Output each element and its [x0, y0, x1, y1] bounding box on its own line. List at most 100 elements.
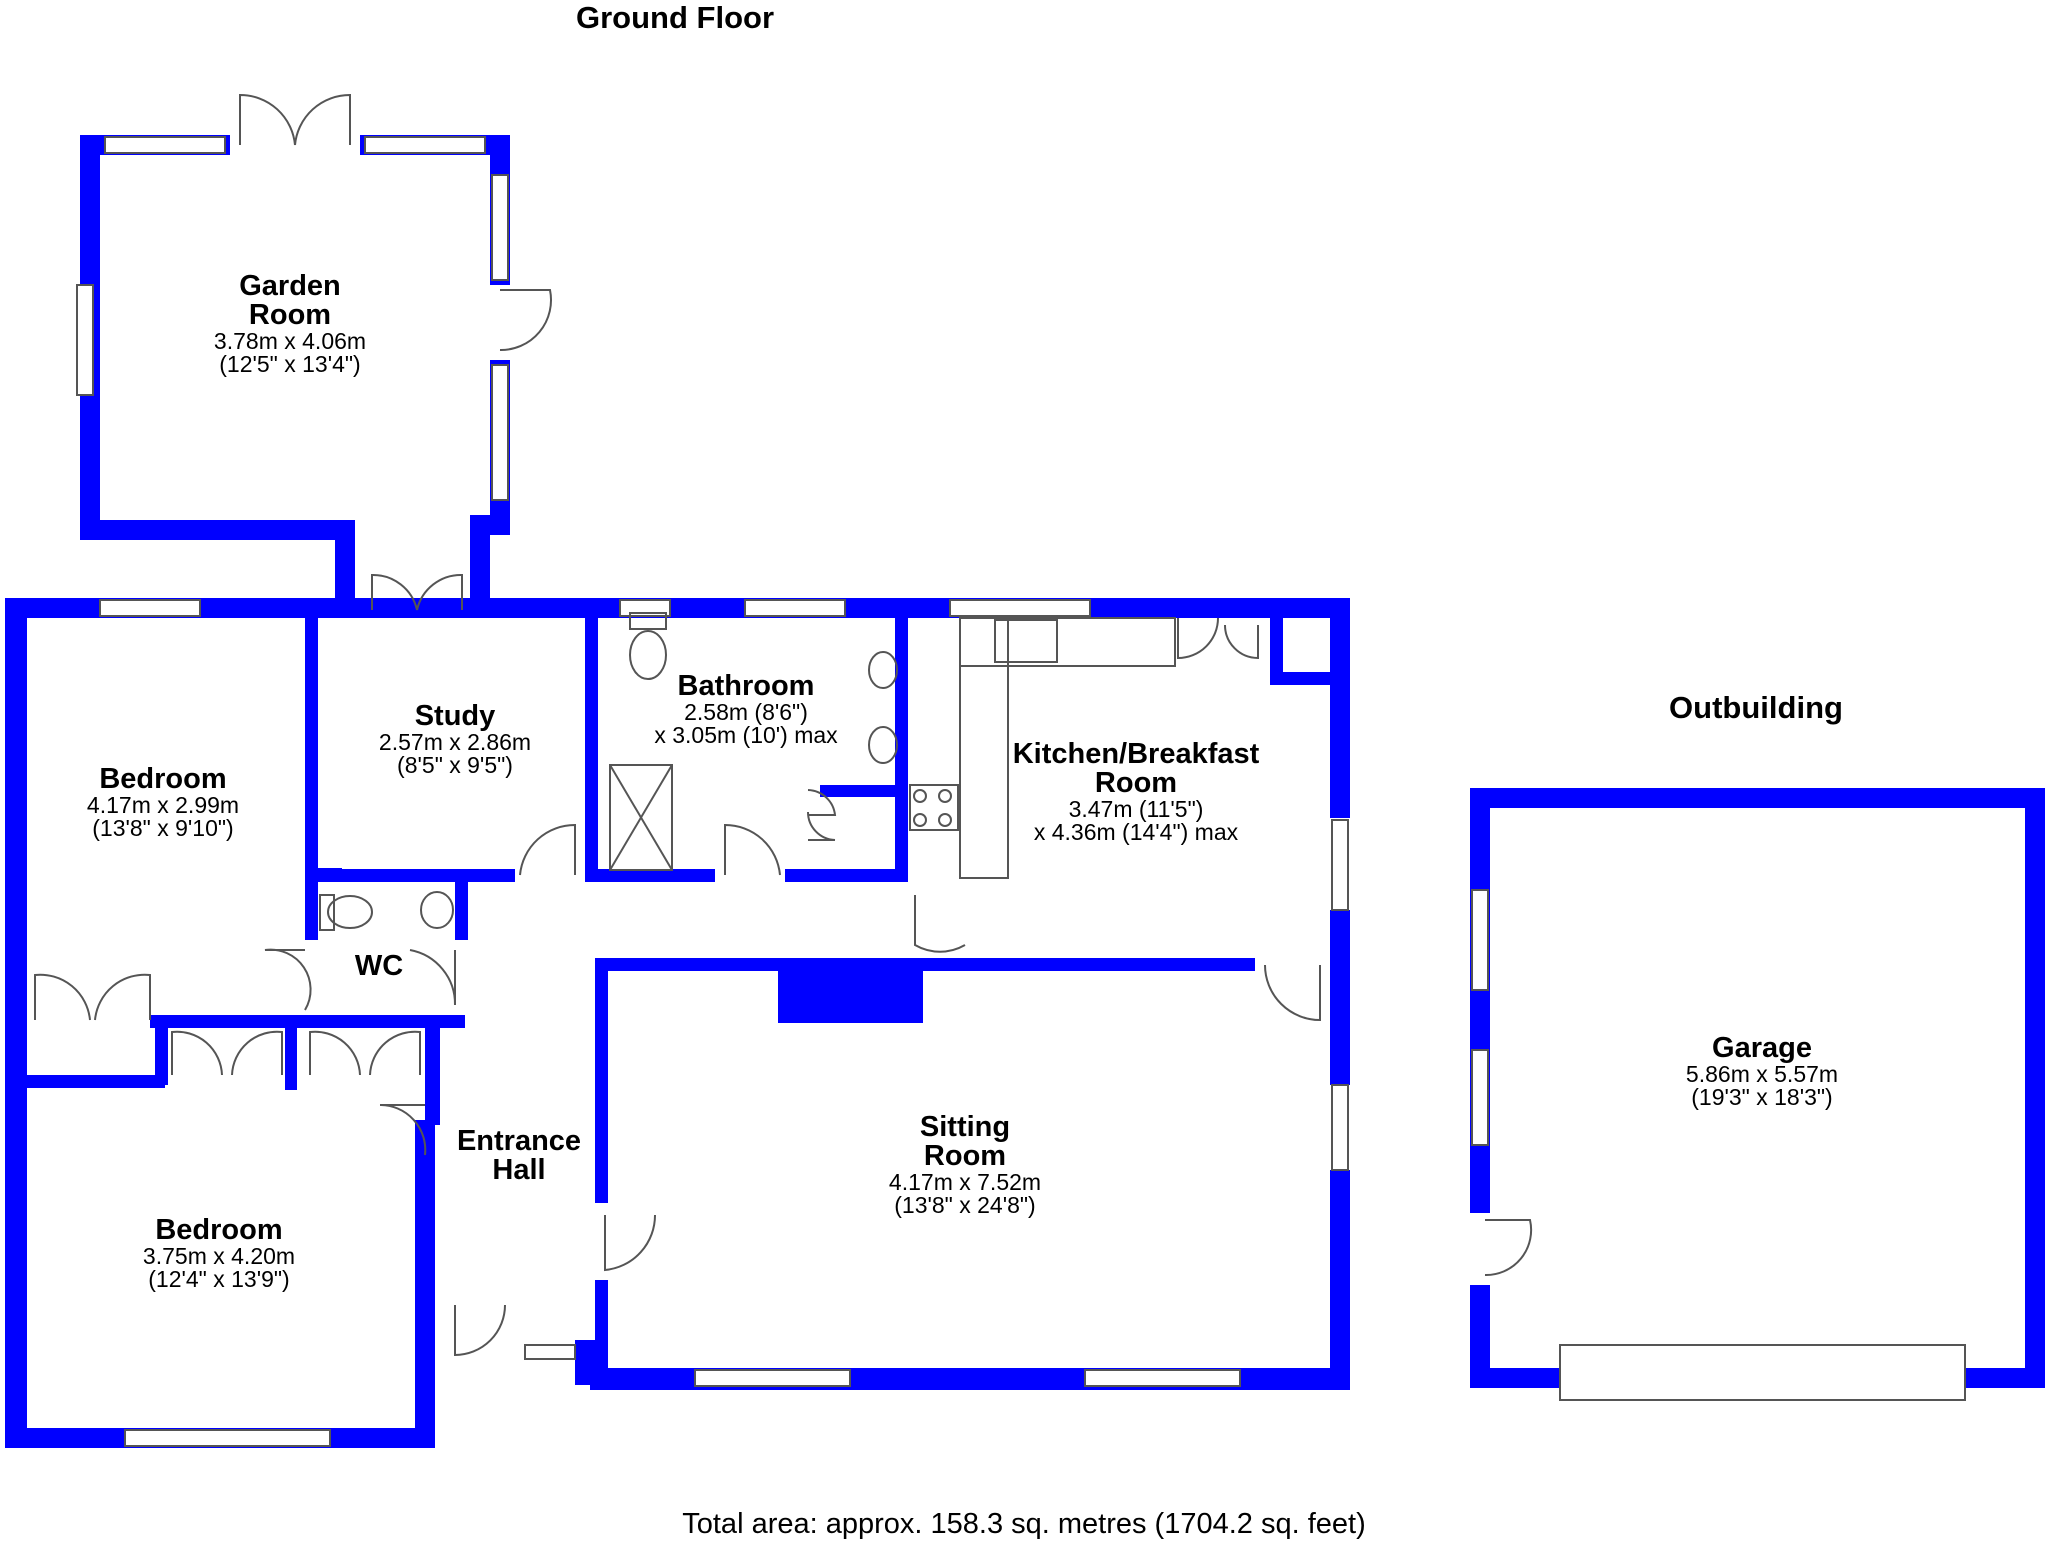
- room-dimensions: 3.78m x 4.06m: [213, 328, 367, 354]
- wall-garage-bottom-left: [1470, 1368, 1560, 1388]
- kitchen-sink: [994, 619, 1058, 663]
- window: [491, 364, 509, 501]
- door: [454, 1304, 506, 1357]
- window: [76, 284, 94, 396]
- toilet: [629, 630, 667, 680]
- wall-garage-east: [2025, 788, 2045, 1388]
- toilet-cistern: [629, 612, 667, 630]
- door: [499, 289, 552, 352]
- room-dimensions: 3.47m (11'5"): [1068, 796, 1204, 822]
- basin: [868, 651, 898, 689]
- hob-ring: [913, 813, 927, 827]
- kitchen-counter: [959, 617, 1176, 667]
- room-name: Kitchen/Breakfast: [1012, 738, 1260, 770]
- wall-house-east-top: [1330, 598, 1350, 818]
- door: [264, 948, 312, 1011]
- hob: [909, 784, 959, 831]
- window: [524, 1344, 576, 1360]
- room-name: Hall: [492, 1154, 546, 1186]
- room-dimensions-imperial: (12'5" x 13'4"): [219, 351, 361, 377]
- basin: [420, 891, 454, 929]
- room-dimensions: 3.75m x 4.20m: [142, 1243, 296, 1269]
- window: [124, 1429, 331, 1447]
- room-label-bedroom-1: Bedroom 4.17m x 2.99m (13'8" x 9'10"): [87, 765, 239, 840]
- room-name: Room: [923, 1140, 1007, 1172]
- door: [1177, 617, 1219, 660]
- door: [519, 823, 576, 876]
- garage-door: [1559, 1344, 1966, 1401]
- wall-house-east-bottom: [1330, 1170, 1350, 1390]
- wall-bath-kitchen: [895, 610, 908, 882]
- room-dimensions-imperial: (12'4" x 13'9"): [148, 1266, 290, 1292]
- wall-garden-stem-right: [470, 515, 490, 610]
- room-dimensions-imperial: (19'3" x 18'3"): [1691, 1084, 1833, 1110]
- door: [294, 93, 351, 146]
- window: [1471, 889, 1489, 991]
- room-dimensions: 5.86m x 5.57m: [1685, 1061, 1839, 1087]
- door: [416, 573, 463, 611]
- window: [1331, 819, 1349, 911]
- total-area: Total area: approx. 158.3 sq. metres (17…: [682, 1508, 1366, 1540]
- room-name: Room: [1094, 767, 1178, 799]
- wall-sitting-west-top: [595, 958, 608, 1203]
- wall-study-bath: [585, 610, 598, 880]
- outbuilding-title: Outbuilding: [1669, 690, 1843, 725]
- wall-house-west: [5, 598, 27, 1448]
- floor-title: Ground Floor: [575, 0, 775, 35]
- room-name: Garden: [239, 270, 341, 302]
- door: [379, 1103, 427, 1156]
- door: [1264, 964, 1321, 1022]
- room-dimensions: x 4.36m (14'4") max: [1033, 819, 1239, 845]
- room-label-entrance-hall: Entrance Hall: [457, 1127, 581, 1185]
- door: [807, 811, 836, 841]
- wall-garage-west-top: [1470, 788, 1490, 1213]
- wall-bath-bottom-a: [585, 869, 715, 882]
- window: [949, 599, 1091, 617]
- hob-ring: [913, 789, 927, 803]
- windows: [76, 136, 1966, 1447]
- wall-sitting-west-bottom: [595, 1280, 608, 1380]
- wall-wc-east: [455, 875, 468, 940]
- hob-ring: [938, 789, 952, 803]
- wall-kitchen-cupboard-bottom: [1270, 672, 1340, 685]
- toilet: [327, 895, 373, 929]
- wall-bath-cupboard: [820, 785, 905, 797]
- room-name: Entrance: [456, 1125, 582, 1157]
- wall-kitchen-sitting: [595, 958, 1255, 971]
- window: [491, 174, 509, 281]
- door: [34, 973, 91, 1021]
- room-label-bathroom: Bathroom 2.58m (8'6") x 3.05m (10') max: [654, 672, 837, 747]
- wall-wc-bottom: [150, 1015, 465, 1028]
- window: [364, 136, 486, 154]
- door: [94, 973, 151, 1021]
- door: [309, 1030, 361, 1076]
- room-label-sitting-room: Sitting Room 4.17m x 7.52m (13'8" x 24'8…: [889, 1113, 1041, 1217]
- room-dimensions: 2.57m x 2.86m: [378, 729, 532, 755]
- wall-bed1-study: [305, 610, 318, 940]
- door: [371, 573, 418, 611]
- door: [369, 1030, 421, 1076]
- window: [1331, 1084, 1349, 1171]
- window: [1471, 1049, 1489, 1146]
- room-name: Bathroom: [677, 670, 815, 702]
- door: [1484, 1219, 1533, 1277]
- room-name: Sitting: [919, 1111, 1011, 1143]
- door: [171, 1030, 223, 1076]
- door-swings: [34, 93, 1533, 1357]
- room-dimensions: 4.17m x 7.52m: [888, 1169, 1042, 1195]
- wall-garden-step-left: [335, 520, 355, 610]
- fixtures: [319, 612, 1176, 931]
- room-dimensions: 4.17m x 2.99m: [86, 792, 240, 818]
- room-name: Study: [414, 700, 496, 732]
- wall-garage-top: [1470, 788, 2045, 808]
- wall-garage-west-bottom: [1470, 1285, 1490, 1388]
- wall-garden-bottom-left: [80, 520, 355, 540]
- wall-hall-wardrobe: [425, 1025, 440, 1125]
- wall-bath-bottom-b: [785, 869, 905, 882]
- room-label-garden-room: Garden Room 3.78m x 4.06m (12'5" x 13'4"…: [214, 272, 366, 376]
- wall-bedroom2-east: [415, 1120, 435, 1448]
- wall-wardrobe-left: [155, 1015, 168, 1085]
- room-label-garage: Garage 5.86m x 5.57m (19'3" x 18'3"): [1686, 1034, 1838, 1109]
- window: [694, 1369, 851, 1387]
- door: [231, 1030, 283, 1076]
